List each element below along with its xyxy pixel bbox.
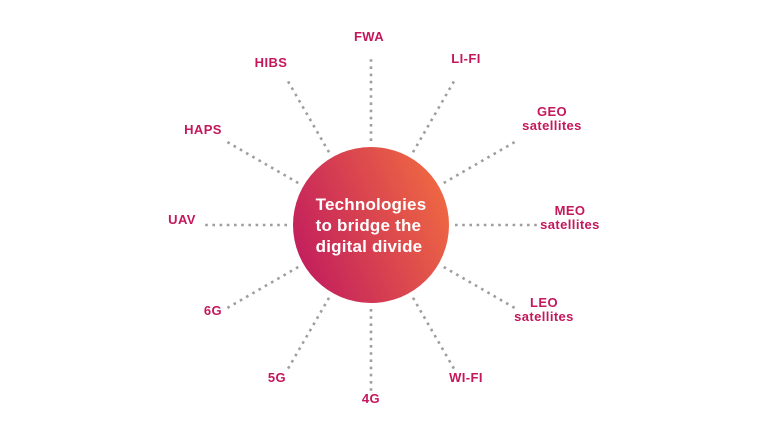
center-title: Technologies to bridge the digital divid… <box>315 194 427 256</box>
spoke-label-meo-satellites: MEO satellites <box>540 203 600 232</box>
spoke-label-leo-satellites: LEO satellites <box>514 295 574 324</box>
spoke-label-wi-fi: WI-FI <box>449 370 483 385</box>
spoke-label-6g: 6G <box>203 303 223 318</box>
spoke-line-li-fi <box>411 77 457 153</box>
spoke-label-hibs: HIBS <box>254 55 288 70</box>
spoke-line-5g <box>285 297 331 373</box>
spoke-line-haps <box>223 139 299 185</box>
spoke-label-haps: HAPS <box>184 122 222 137</box>
spoke-label-4g: 4G <box>361 391 381 406</box>
spoke-label-geo-satellites: GEO satellites <box>522 104 582 133</box>
spoke-line-leo-satellites <box>443 265 519 311</box>
spoke-label-fwa: FWA <box>353 29 385 44</box>
center-circle: Technologies to bridge the digital divid… <box>293 147 449 303</box>
spoke-line-hibs <box>285 77 331 153</box>
spoke-label-5g: 5G <box>267 370 287 385</box>
spoke-line-wi-fi <box>411 297 457 373</box>
spoke-line-geo-satellites <box>443 139 519 185</box>
spoke-label-uav: UAV <box>168 212 196 227</box>
spoke-line-6g <box>223 265 299 311</box>
spoke-label-li-fi: LI-FI <box>451 51 481 66</box>
